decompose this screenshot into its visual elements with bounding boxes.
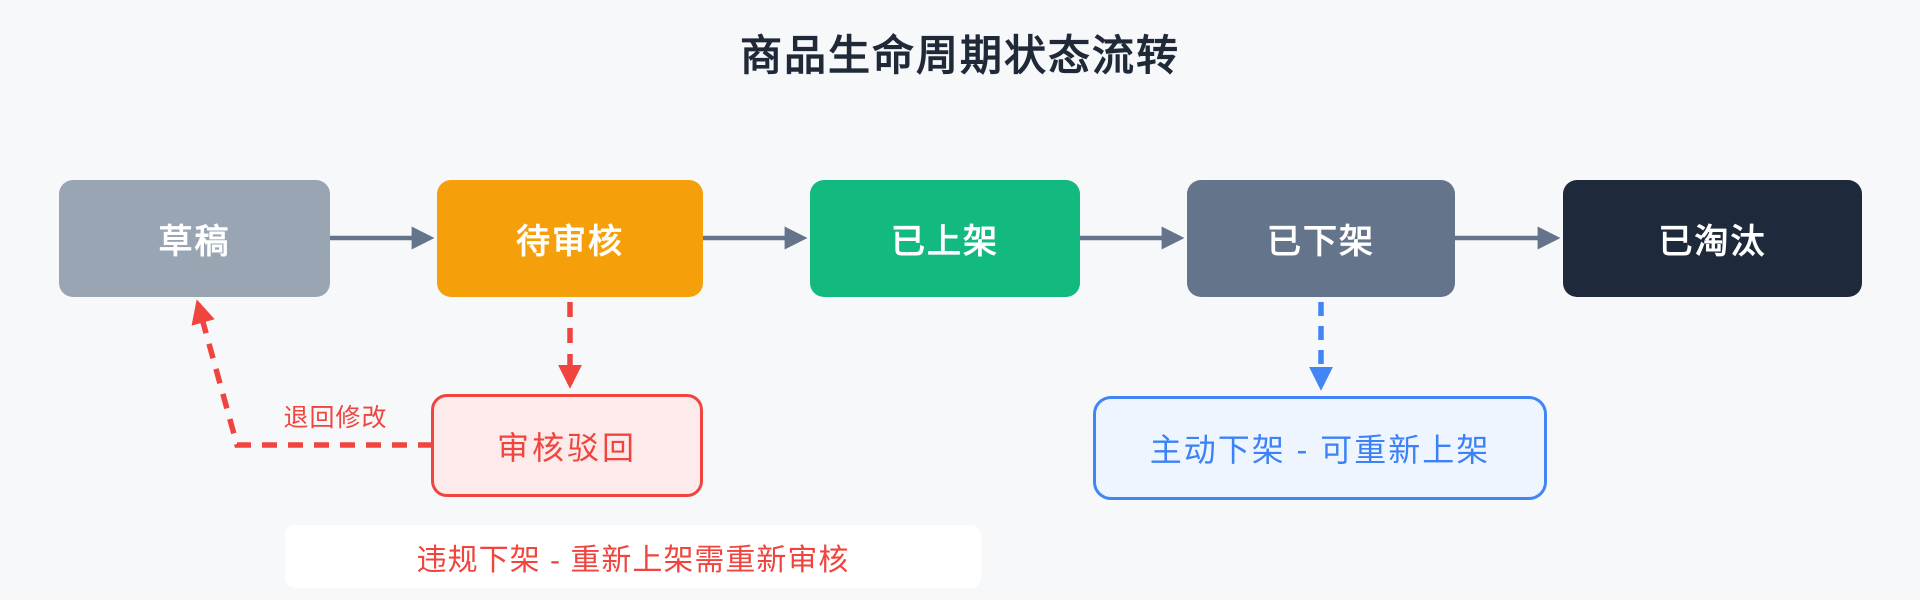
manual-offshelf-label: 主动下架 - 可重新上架 — [1149, 432, 1491, 468]
state-node-retired: 已淘汰 — [1563, 180, 1862, 297]
return-edge-label: 退回修改 — [283, 404, 388, 432]
state-node-label: 草稿 — [158, 223, 231, 261]
state-node-label: 已下架 — [1267, 223, 1375, 261]
state-node-label: 已淘汰 — [1658, 223, 1767, 261]
state-node-label: 已上架 — [891, 223, 999, 261]
state-node-offshelf: 已下架 — [1187, 180, 1455, 297]
reject-status-box: 审核驳回 — [431, 394, 703, 497]
state-node-onshelf: 已上架 — [810, 180, 1080, 297]
manual-offshelf-box: 主动下架 - 可重新上架 — [1093, 396, 1547, 500]
state-node-label: 待审核 — [516, 223, 624, 261]
page-title: 商品生命周期状态流转 — [739, 32, 1180, 79]
violation-note-box: 违规下架 - 重新上架需重新审核 — [285, 525, 981, 588]
state-node-pending: 待审核 — [437, 180, 703, 297]
violation-note-text: 违规下架 - 重新上架需重新审核 — [416, 543, 850, 577]
reject-status-label: 审核驳回 — [496, 429, 637, 466]
state-node-draft: 草稿 — [59, 180, 330, 297]
